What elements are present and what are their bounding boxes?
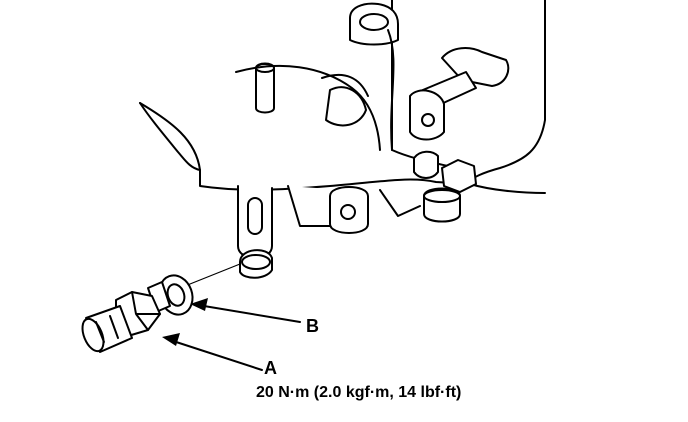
center-rib <box>235 64 381 151</box>
top-boss-cap <box>359 13 389 31</box>
lever-arm <box>441 47 510 87</box>
sensor-a-hex-edge <box>131 291 161 331</box>
pivot-hole <box>421 113 435 127</box>
leader-arrowhead-b <box>190 298 208 311</box>
left-lug-slot <box>247 197 263 235</box>
housing-upper-edge <box>139 102 201 171</box>
lower-rib <box>379 189 421 217</box>
sensor-a-connector-key <box>95 315 119 343</box>
leader-line-a <box>169 339 263 371</box>
right-hex-bolt <box>441 159 477 193</box>
leader-arrowhead-a <box>162 333 180 346</box>
torque-spec: 20 N·m (2.0 kgf·m, 14 lbf·ft) <box>256 384 461 401</box>
right-boss-face <box>423 189 461 203</box>
callout-b-label: B <box>306 316 319 336</box>
callout-a-label: A <box>264 358 277 378</box>
center-boss-hole <box>340 204 356 220</box>
leader-line-b <box>197 304 301 323</box>
sensor-port-face <box>241 254 271 270</box>
center-fin <box>325 86 367 127</box>
washer-b-hole <box>166 283 186 307</box>
right-fitting <box>413 150 439 179</box>
harness-line <box>387 29 395 151</box>
